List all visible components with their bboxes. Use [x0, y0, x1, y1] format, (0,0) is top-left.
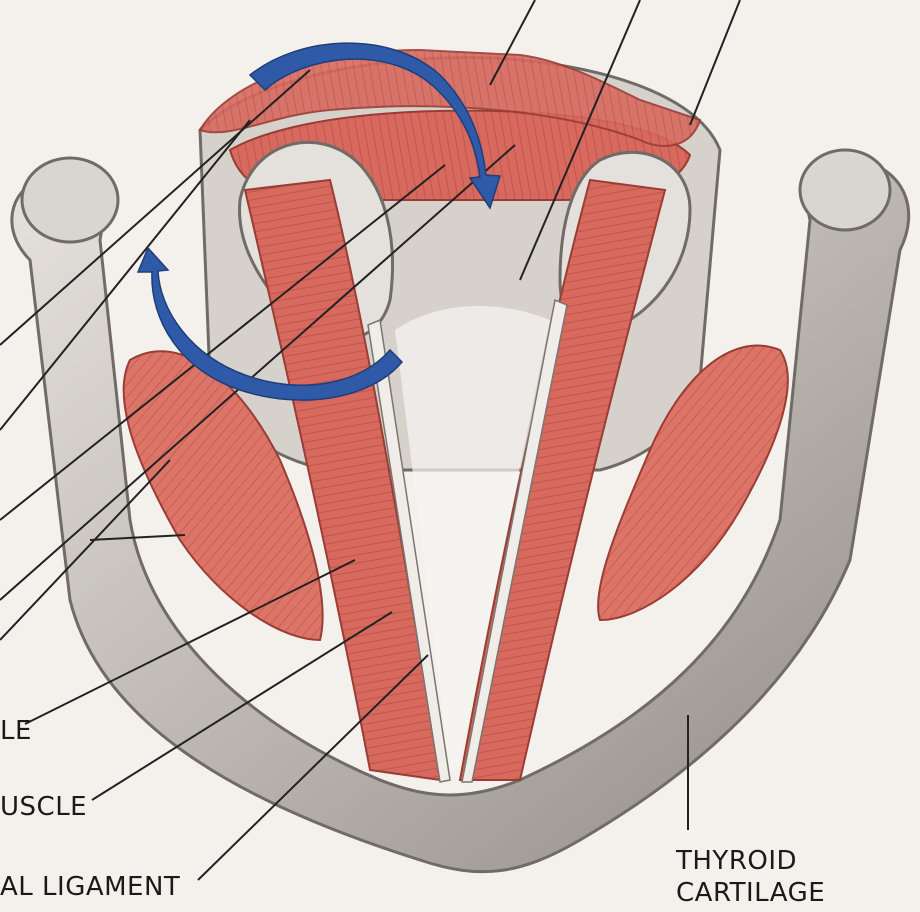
vocal-ligament-label: AL LIGAMENT — [0, 872, 181, 902]
left-superior-horn — [20, 156, 120, 244]
thyroid-label-line1: THYROID — [676, 846, 798, 876]
left-vocal-ligament — [367, 318, 451, 783]
glottis-opening — [395, 306, 550, 770]
right-superior-horn — [798, 148, 892, 232]
thyroid-label-line2: CARTILAGE — [676, 878, 826, 908]
leader-lines — [0, 0, 741, 881]
top-rotation-arrow — [248, 42, 501, 210]
muscle-label-fragment-b: USCLE — [0, 792, 88, 822]
muscle-label-fragment-a: LE — [0, 716, 32, 746]
right-vocal-ligament — [461, 298, 568, 783]
right-lateral-muscle — [597, 344, 789, 622]
rotation-arrows — [136, 42, 501, 401]
bottom-rotation-arrow — [136, 246, 404, 401]
